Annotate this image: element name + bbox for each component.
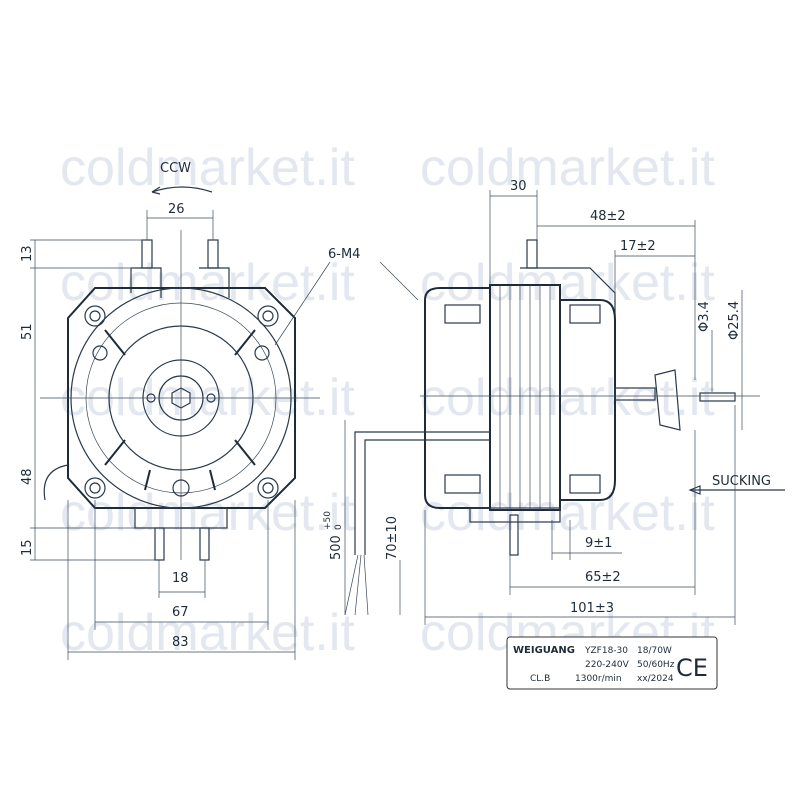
arrow-head bbox=[151, 186, 161, 195]
brand-logo: WEIGUANG bbox=[513, 645, 575, 656]
plate-power: 18/70W bbox=[637, 646, 672, 656]
rotation-label: CCW bbox=[160, 161, 191, 176]
bottom-block bbox=[134, 507, 228, 529]
plate-voltage: 220-240V bbox=[585, 660, 630, 670]
coil bbox=[444, 304, 481, 324]
shaft bbox=[614, 387, 656, 401]
dim-shaft-dia: Φ3.4 bbox=[697, 301, 712, 332]
airflow-label: SUCKING bbox=[712, 474, 771, 489]
dim-83: 83 bbox=[172, 635, 189, 650]
dim-500-upper-tol: +50 bbox=[323, 511, 333, 530]
dim-500: 500 bbox=[329, 535, 344, 560]
frame-ribs bbox=[104, 329, 256, 491]
dim-17: 17±2 bbox=[620, 239, 656, 254]
lamination-stack bbox=[489, 284, 561, 511]
plate-frequency: 50/60Hz bbox=[637, 660, 675, 670]
watermark: coldmarket.it bbox=[420, 369, 715, 427]
fan-hub bbox=[654, 369, 681, 431]
dim-9: 9±1 bbox=[585, 536, 612, 551]
bottom-pin bbox=[199, 527, 210, 561]
watermark: coldmarket.it bbox=[60, 484, 355, 542]
cable-leads bbox=[344, 554, 369, 616]
dim-13: 13 bbox=[20, 245, 35, 262]
lead-wire bbox=[43, 464, 69, 501]
dim-65: 65±2 bbox=[585, 570, 621, 585]
dim-101: 101±3 bbox=[570, 601, 614, 616]
dim-67: 67 bbox=[172, 605, 189, 620]
watermark: coldmarket.it bbox=[420, 139, 715, 197]
mounting-holes bbox=[84, 305, 279, 499]
base-block bbox=[469, 507, 561, 523]
coil bbox=[569, 304, 601, 324]
thread-label: 6-M4 bbox=[328, 247, 360, 262]
front-view: CCW bbox=[20, 161, 419, 660]
dim-15: 15 bbox=[20, 539, 35, 556]
rotation-arrow bbox=[151, 186, 213, 193]
ce-mark: CE bbox=[676, 654, 708, 682]
watermark: coldmarket.it bbox=[60, 139, 355, 197]
dim-18: 18 bbox=[172, 571, 189, 586]
plate-date: xx/2024 bbox=[637, 674, 674, 684]
dim-51: 51 bbox=[20, 323, 35, 340]
plate-insulation: CL.B bbox=[530, 674, 550, 684]
cable bbox=[354, 431, 490, 555]
lamination-lines bbox=[499, 285, 551, 510]
dim-500-lower-tol: 0 bbox=[334, 524, 344, 530]
side-view: 30 48±2 17±2 Φ3.4 Φ25.4 SUCKING 500 +50 … bbox=[323, 179, 785, 625]
base-pin bbox=[509, 514, 519, 556]
dim-hub-dia: Φ25.4 bbox=[727, 301, 742, 340]
watermark: coldmarket.it bbox=[420, 484, 715, 542]
coil bbox=[569, 474, 601, 494]
pin-brackets bbox=[130, 267, 230, 298]
shaft-tip bbox=[699, 392, 736, 402]
watermark: coldmarket.it bbox=[60, 604, 355, 662]
bottom-pin bbox=[154, 527, 165, 561]
dim-48: 48±2 bbox=[590, 209, 626, 224]
nameplate: WEIGUANG YZF18-30 18/70W 220-240V 50/60H… bbox=[506, 636, 718, 690]
motor-frame bbox=[67, 287, 296, 509]
dim-70: 70±10 bbox=[385, 516, 400, 560]
coil bbox=[444, 474, 481, 494]
watermark: coldmarket.it bbox=[420, 254, 715, 312]
dim-30: 30 bbox=[510, 179, 527, 194]
dim-26: 26 bbox=[168, 202, 185, 217]
dim-48: 48 bbox=[20, 468, 35, 485]
plate-model: YZF18-30 bbox=[584, 646, 628, 656]
plate-speed: 1300r/min bbox=[575, 674, 622, 684]
terminal-housing bbox=[520, 267, 616, 318]
